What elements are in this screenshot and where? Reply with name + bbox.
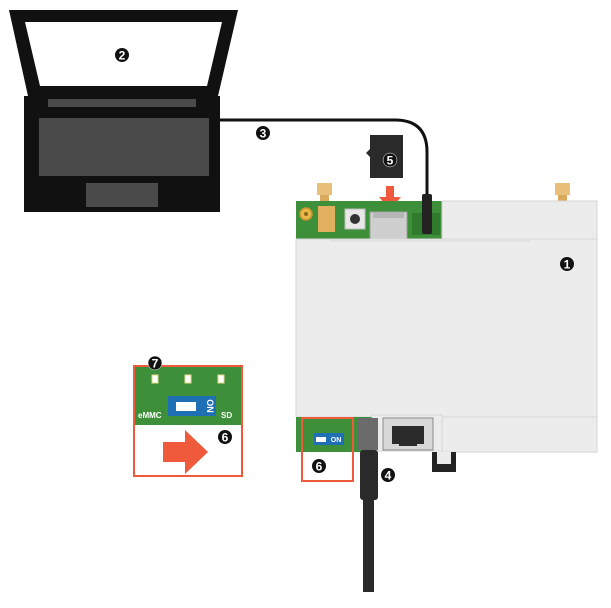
usb-cable-line <box>220 118 429 195</box>
callout-badge-usb-cable <box>256 126 270 140</box>
callout-laptop-screen: 2 <box>119 49 126 63</box>
callout-badge-switch-main <box>312 459 326 473</box>
power-jack <box>358 418 378 450</box>
laptop: 2 <box>9 10 238 212</box>
callout-badge-device <box>560 257 574 271</box>
usb-plug <box>422 194 432 234</box>
callout-badge-power-cable <box>381 468 395 482</box>
boot-switch-knob <box>316 437 326 442</box>
callout-usb-cable: 3 <box>260 127 267 141</box>
callout-inset-header: 7 <box>152 357 159 371</box>
power-cable-line <box>363 498 374 592</box>
power-cable: 4 <box>360 450 395 592</box>
laptop-hinge <box>48 99 196 107</box>
inset-switch-label: ON <box>205 399 215 413</box>
callout-sd-card: 5 <box>387 154 394 168</box>
callout-badge-inset-header <box>147 355 163 371</box>
antenna-left-top <box>317 183 332 195</box>
device: 1 ON 6 <box>295 183 598 482</box>
inset-left-label: eMMC <box>138 411 162 420</box>
callout-switch-main: 6 <box>316 460 323 474</box>
callout-device: 1 <box>564 258 571 272</box>
callout-switch-inset: 6 <box>222 431 229 445</box>
boot-switch-label: ON <box>331 437 342 444</box>
laptop-keyboard <box>39 118 209 176</box>
usb-cable: 3 <box>220 118 429 195</box>
callout-power-cable: 4 <box>385 469 392 483</box>
switch-inset: 7 ON eMMC SD 6 <box>133 355 243 477</box>
device-enclosure <box>295 238 598 418</box>
bottom-enclosure-cap <box>441 416 598 453</box>
antenna-right-stem <box>558 195 567 203</box>
callout-badge-laptop-screen <box>115 48 129 62</box>
antenna-right-top <box>555 183 570 195</box>
callout-badge-sd-card <box>382 152 398 168</box>
insert-arrow <box>379 186 401 210</box>
callout-badge-switch-inset <box>218 430 232 444</box>
antenna-base <box>318 206 335 232</box>
inset-switch-knob <box>176 402 196 411</box>
inset-right-label: SD <box>221 411 232 420</box>
power-plug <box>360 450 378 500</box>
inset-pin-2 <box>184 374 192 384</box>
sd-card: 5 <box>366 135 403 210</box>
inset-pin-1 <box>151 374 159 384</box>
inset-pin-3 <box>217 374 225 384</box>
laptop-touchpad <box>86 183 158 207</box>
inset-direction-arrow <box>163 430 208 474</box>
switch-highlight-box <box>301 417 354 482</box>
top-enclosure-cap <box>441 200 598 240</box>
